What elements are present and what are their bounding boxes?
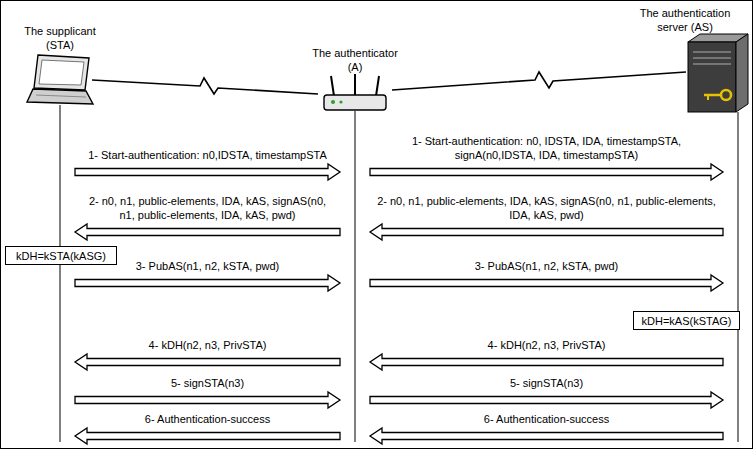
lifeline [738,112,739,442]
lifeline [355,111,356,442]
message-label: 4- kDH(n2, n3, PrivSTA) [375,338,718,352]
router-body [324,95,386,110]
server-slot [693,63,731,65]
message-label: 3- PubAS(n1, n2, kSTA, pwd) [375,259,718,273]
message-arrow [370,224,723,240]
message-arrow [370,354,723,370]
message-arrow [75,275,340,291]
message-arrow [75,164,340,180]
router-antenna [331,76,334,96]
participant-column: The authentication server (AS) [723,4,753,442]
message-label: 2- n0, n1, public-elements, IDA, kAS, si… [375,194,718,222]
laptop-display [39,60,84,85]
message-label: 1- Start-authentication: n0, IDSTA, IDA,… [375,134,718,162]
router-antenna [354,74,356,96]
server-key [721,90,731,100]
message-label: 3- PubAS(n1, n2, kSTA, pwd) [80,259,335,273]
router-antenna [376,76,379,96]
wireless-link [92,78,318,94]
participant-label: The authentication server (AS) [630,6,740,34]
key-box: kDH=kSTA(kASG) [5,246,117,265]
message-label: 6- Authentication-success [80,412,335,426]
message-label: 5- signSTA(n3) [80,376,335,390]
key-box: kDH=kAS(kSTAG) [633,311,740,330]
message-label: 1- Start-authentication: n0,IDSTA, times… [80,148,335,162]
message-label: 6- Authentication-success [375,412,718,426]
key-formula: kDH=kAS(kSTAG) [642,314,732,328]
message-arrow [75,428,340,444]
message-arrow [75,354,340,370]
participant-column: The authenticator (A) [340,46,370,442]
message-label: 4- kDH(n2, n3, PrivSTA) [80,338,335,352]
message-arrow [75,224,340,240]
message-arrow [370,428,723,444]
message-label: 2- n0, n1, public-elements, IDA, kAS, si… [80,194,335,222]
router-led [331,100,335,104]
message-arrow [75,392,340,408]
participant-label: The supplicant (STA) [15,24,105,52]
laptop-keys [36,95,86,97]
server-key [704,94,721,97]
lifeline [60,105,61,442]
message-arrow [370,275,723,291]
laptop-screen [34,55,89,90]
server-front [688,42,736,112]
wireless-link [392,72,686,90]
participant-column: The supplicant (STA) [45,20,75,442]
message-label: 5- signSTA(n3) [375,376,718,390]
server-slot [693,57,731,59]
router-led [339,100,342,103]
message-arrow [370,392,723,408]
laptop-base [27,89,93,104]
key-formula: kDH=kSTA(kASG) [16,249,106,263]
server-side [736,34,748,112]
server-key [707,95,709,100]
server-slot [693,51,731,53]
message-arrow [370,164,723,180]
participant-label: The authenticator (A) [305,46,405,74]
